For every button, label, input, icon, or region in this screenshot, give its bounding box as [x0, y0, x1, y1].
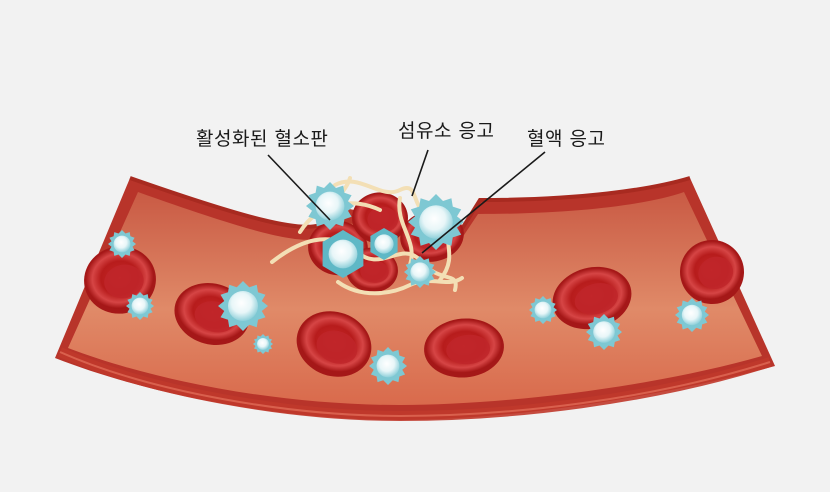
- label-blood-clot: 혈액 응고: [527, 128, 606, 150]
- vessel-lumen: [68, 192, 762, 405]
- leader-line-fibrin-clot: [411, 149, 429, 197]
- leader-line-blood-clot: [421, 151, 546, 254]
- label-leader-lines: [267, 149, 546, 254]
- label-activated-platelet: 활성화된 혈소판: [196, 128, 329, 150]
- label-fibrin-clot: 섬유소 응고: [398, 120, 495, 142]
- leader-line-activated-platelet: [267, 154, 331, 221]
- vessel-upper-wall: [129, 176, 691, 234]
